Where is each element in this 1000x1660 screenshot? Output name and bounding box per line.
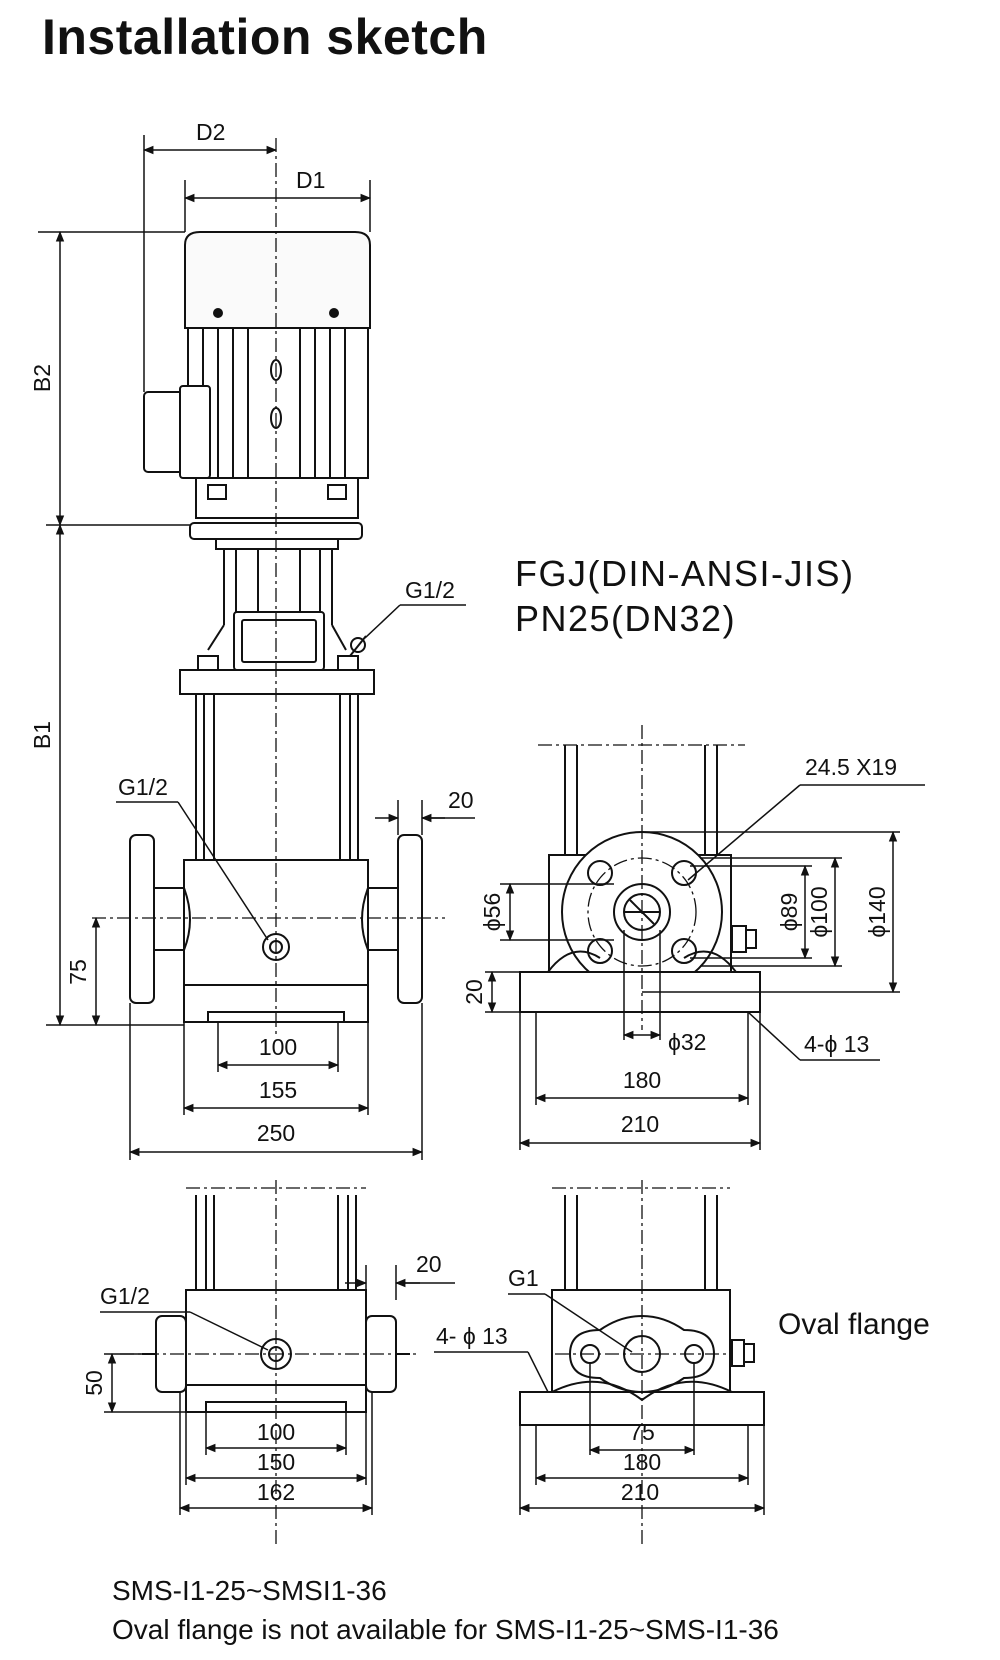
oval-dim-flange-thickness-label: 20 — [416, 1251, 442, 1277]
slot-size-label: 24.5 X19 — [805, 754, 897, 780]
oval-holes-label: 4- ϕ 13 — [436, 1323, 508, 1349]
pressure-rating-label: PN25(DN32) — [515, 598, 737, 639]
dim-base-inner-180-label: 180 — [623, 1067, 661, 1093]
oval-dim-inlet-height-label: 50 — [81, 1370, 107, 1396]
dim-d89-label: ϕ89 — [776, 893, 802, 931]
oval-dim-base-mid-label: 150 — [257, 1449, 295, 1475]
page-title: Installation sketch — [42, 9, 488, 65]
flange-side-view — [519, 745, 761, 1013]
oval-dim-base-inner-label: 100 — [257, 1419, 295, 1445]
dim-d56-label: ϕ56 — [479, 893, 505, 931]
dim-d100-label: ϕ100 — [806, 886, 832, 937]
dim-b1-label: B1 — [29, 721, 55, 749]
dim-b2-label: B2 — [29, 364, 55, 392]
dim-d2-label: D2 — [196, 119, 225, 145]
dim-flange-thickness-label: 20 — [448, 787, 474, 813]
oval-drain-port-label: G1/2 — [100, 1283, 150, 1309]
dim-base-inner-label: 100 — [259, 1034, 297, 1060]
dim-d32-label: ϕ32 — [668, 1029, 706, 1055]
dim-d1-label: D1 — [296, 167, 325, 193]
oval-dim-base-outer-label: 210 — [621, 1479, 659, 1505]
dim-d140-label: ϕ140 — [864, 886, 890, 937]
oval-dim-bolt-spacing-label: 75 — [629, 1419, 655, 1445]
drain-port-label: G1/2 — [118, 774, 168, 800]
oval-dim-base-inner-label: 180 — [623, 1449, 661, 1475]
dim-overall-width-label: 250 — [257, 1120, 295, 1146]
oval-flange-availability-note: Oval flange is not available for SMS-I1-… — [112, 1614, 779, 1645]
holes-label: 4-ϕ 13 — [804, 1031, 869, 1057]
flange-standard-label: FGJ(DIN-ANSI-JIS) — [515, 553, 855, 594]
oval-flange-label: Oval flange — [778, 1308, 930, 1341]
dim-base-outer-210-label: 210 — [621, 1111, 659, 1137]
dim-base-height-label: 20 — [461, 979, 487, 1005]
dim-inlet-height-label: 75 — [65, 959, 91, 985]
front-view-pump — [129, 231, 423, 1023]
oval-front-view — [142, 1195, 410, 1413]
oval-dim-overall-width-label: 162 — [257, 1479, 295, 1505]
model-range-note: SMS-I1-25~SMSI1-36 — [112, 1575, 387, 1606]
oval-port-label: G1 — [508, 1265, 539, 1291]
vent-port-label: G1/2 — [405, 577, 455, 603]
dim-base-mid-label: 155 — [259, 1077, 297, 1103]
